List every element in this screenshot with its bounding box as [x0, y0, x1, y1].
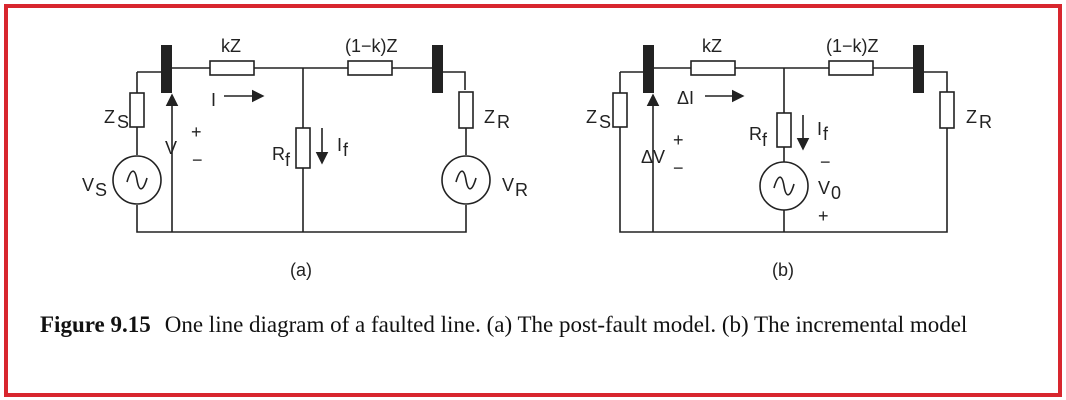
- label-b-zs: Z: [586, 107, 597, 127]
- label-a-minus: −: [192, 150, 203, 170]
- label-a-vs-sub: S: [95, 180, 107, 200]
- wire-a-top-right: [437, 71, 466, 90]
- label-b-v0-plus: +: [818, 206, 829, 226]
- label-b-rf-sub: f: [762, 130, 768, 150]
- source-a-vr-wave: [455, 170, 477, 190]
- busbar-a-left: [161, 45, 172, 93]
- label-b-rf: R: [749, 124, 762, 144]
- figure-caption: Figure 9.15 One line diagram of a faulted…: [40, 310, 1025, 340]
- label-a-zr-sub: R: [497, 112, 510, 132]
- diagram-b: [612, 45, 955, 233]
- label-b-plus: +: [673, 130, 684, 150]
- figure-caption-label: Figure 9.15: [40, 312, 151, 337]
- label-b-v0-sub: 0: [831, 183, 841, 203]
- impedance-b-zs: [612, 92, 628, 128]
- label-b-if-sub: f: [823, 124, 829, 144]
- label-a-rf-sub: f: [285, 150, 291, 170]
- label-b-v0-minus: −: [820, 152, 831, 172]
- label-b-1kz: (1−k)Z: [826, 36, 879, 56]
- label-b-kz: kZ: [702, 36, 722, 56]
- impedance-a-1kz: [347, 60, 393, 76]
- source-a-vs-wave: [126, 170, 148, 190]
- wire-a-left: [136, 72, 467, 233]
- label-a-current: I: [211, 90, 216, 110]
- impedance-b-kz: [690, 60, 736, 76]
- caption-a: (a): [290, 260, 312, 280]
- label-a-zs-sub: S: [117, 112, 129, 132]
- label-b-zr-sub: R: [979, 112, 992, 132]
- labels-a: kZ (1−k)Z I Z S V + − R f I f Z R V S V …: [82, 36, 528, 280]
- diagram-a: [112, 45, 491, 233]
- impedance-b-1kz: [828, 60, 874, 76]
- label-a-zs: Z: [104, 107, 115, 127]
- label-b-minus: −: [673, 158, 684, 178]
- busbar-b-left: [643, 45, 654, 93]
- label-a-voltage: V: [165, 138, 177, 158]
- label-b-zs-sub: S: [599, 112, 611, 132]
- label-b-dcurrent: ΔI: [677, 88, 694, 108]
- label-a-kz: kZ: [221, 36, 241, 56]
- labels-b: kZ (1−k)Z ΔI Z S ΔV + − R f I f − V 0 + …: [586, 36, 992, 280]
- label-a-zr: Z: [484, 107, 495, 127]
- busbar-a-right: [432, 45, 443, 93]
- label-b-v0: V: [818, 178, 830, 198]
- label-a-vr: V: [502, 175, 514, 195]
- label-a-1kz: (1−k)Z: [345, 36, 398, 56]
- label-a-vs: V: [82, 175, 94, 195]
- label-a-plus: +: [191, 122, 202, 142]
- label-b-zr: Z: [966, 107, 977, 127]
- busbar-b-right: [913, 45, 924, 93]
- resistor-b-rf: [776, 112, 792, 148]
- wire-b-top-right: [918, 71, 948, 92]
- impedance-a-kz: [209, 60, 255, 76]
- label-b-if: I: [817, 119, 822, 139]
- figure-caption-text: One line diagram of a faulted line. (a) …: [164, 312, 968, 337]
- label-b-dvoltage: ΔV: [641, 147, 665, 167]
- resistor-a-rf: [295, 127, 311, 169]
- impedance-a-zs: [129, 92, 145, 128]
- circuit-diagrams: kZ (1−k)Z I Z S V + − R f I f Z R V S V …: [82, 36, 992, 280]
- figure-frame: [4, 4, 1062, 397]
- label-a-vr-sub: R: [515, 180, 528, 200]
- impedance-a-zr: [458, 91, 474, 129]
- label-a-if-sub: f: [343, 140, 349, 160]
- label-a-rf: R: [272, 144, 285, 164]
- label-a-if: I: [337, 135, 342, 155]
- caption-b: (b): [772, 260, 794, 280]
- source-b-v0-wave: [773, 176, 795, 196]
- impedance-b-zr: [939, 91, 955, 129]
